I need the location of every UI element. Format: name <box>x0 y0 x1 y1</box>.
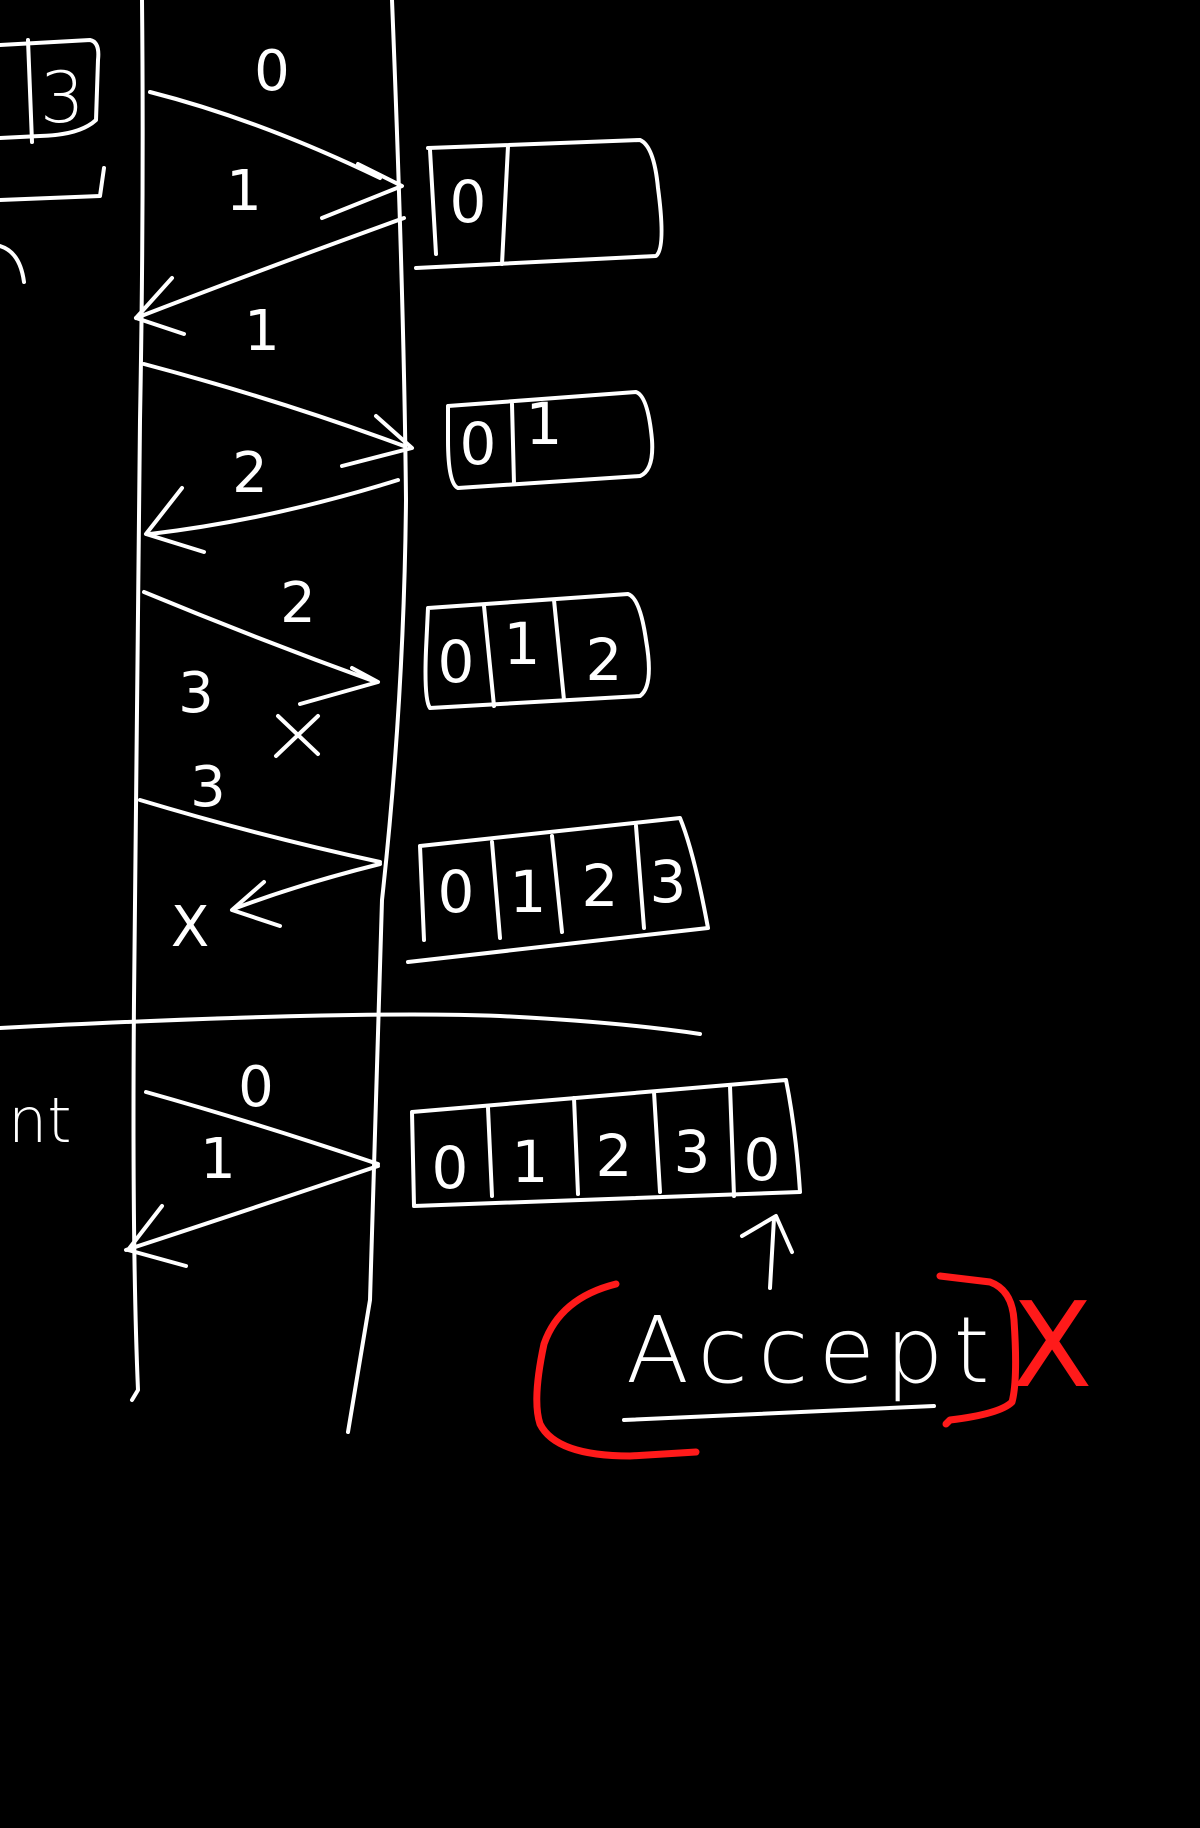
left-partial-box <box>0 38 101 140</box>
buffer-left-edge <box>428 148 438 256</box>
left-partial-cell-3: 3 <box>40 57 85 139</box>
buffer-divider <box>550 834 564 934</box>
buffer-cell: 1 <box>504 610 541 678</box>
accept-underline <box>622 1404 936 1422</box>
accept-label: Accept <box>626 1297 1000 1404</box>
arrow-head <box>134 276 186 336</box>
message-label: 0 <box>238 1055 274 1120</box>
arrow-head <box>340 414 414 468</box>
arrow-head <box>144 486 206 554</box>
message-label: 0 <box>254 39 290 104</box>
client-timeline <box>130 0 145 1402</box>
buffer-cell: 1 <box>526 390 563 458</box>
buffer-divider <box>482 604 496 708</box>
pointer-arrow <box>740 1214 794 1290</box>
buffer-cell: 2 <box>586 626 623 694</box>
buffer-cell: 0 <box>744 1126 781 1194</box>
buffer-divider <box>634 824 646 930</box>
buffer-cell: 0 <box>438 628 475 696</box>
left-partial-divider <box>26 38 34 144</box>
message-label: 1 <box>244 299 280 364</box>
arrow-head <box>298 666 380 706</box>
buffer-frame <box>446 390 655 490</box>
buffer-cell: 1 <box>512 1128 549 1196</box>
left-partial-label-nt: nt <box>8 1084 72 1157</box>
buffer-cell: 2 <box>596 1122 633 1190</box>
receiver-buffers: 0 0 1 0 1 2 0 1 2 3 <box>406 138 802 1208</box>
message-label: 2 <box>232 441 268 506</box>
message-arrow <box>134 216 406 320</box>
red-bracket-left <box>533 1280 700 1460</box>
buffer-divider <box>500 144 510 266</box>
message-arrow <box>142 590 378 684</box>
buffer-frame <box>414 138 664 270</box>
buffer-cell: 0 <box>438 858 475 926</box>
message-label: X <box>171 895 209 960</box>
buffer: 0 1 <box>446 390 655 490</box>
left-partial-curl <box>0 244 26 284</box>
left-partial-bracket <box>0 166 106 202</box>
red-bracket-right <box>936 1272 1020 1428</box>
message-label: 2 <box>280 571 316 636</box>
buffer: 0 1 2 3 0 <box>410 1078 802 1208</box>
message-arrow <box>148 478 400 536</box>
buffer: 0 <box>414 138 664 270</box>
buffer-frame <box>410 1078 802 1208</box>
left-edge-fragments: 3 nt <box>0 38 106 1157</box>
message-label: 3 <box>190 755 226 820</box>
buffer-divider <box>490 840 502 940</box>
message-arrows <box>124 90 414 1268</box>
buffer: 0 1 2 3 <box>406 816 710 964</box>
buffer-cell: 1 <box>510 858 547 926</box>
message-arrow <box>144 1090 380 1166</box>
buffer-divider <box>486 1106 494 1198</box>
buffer-frame <box>423 592 651 710</box>
red-x-mark: X <box>1012 1276 1093 1414</box>
accept-annotation: Accept X <box>533 1272 1093 1460</box>
buffer-cell: 3 <box>674 1118 711 1186</box>
buffer-cell: 0 <box>450 168 487 236</box>
message-labels: 0 1 1 2 2 3 3 X 0 1 <box>171 39 316 1192</box>
buffer-cell: 3 <box>650 848 687 916</box>
buffer: 0 1 2 <box>423 592 651 710</box>
message-label: 1 <box>200 1127 236 1192</box>
lost-packet-mark <box>274 714 320 758</box>
buffer-divider <box>510 402 516 486</box>
buffer-cell: 0 <box>460 410 497 478</box>
message-arrow <box>138 798 382 864</box>
buffer-divider <box>728 1084 736 1198</box>
arrow-head <box>126 1204 188 1268</box>
message-arrow <box>124 1164 380 1252</box>
message-arrow <box>142 362 406 448</box>
buffer-cell: 2 <box>582 852 619 920</box>
buffer-divider <box>572 1096 580 1196</box>
message-label: 1 <box>226 159 262 224</box>
message-label: 3 <box>178 661 214 726</box>
server-timeline <box>346 0 408 1434</box>
buffer-cell: 0 <box>432 1134 469 1202</box>
buffer-divider <box>652 1090 662 1194</box>
buffer-frame <box>406 816 710 964</box>
separator-line <box>0 1012 702 1036</box>
buffer-divider <box>552 598 566 702</box>
arrow-head <box>320 162 404 220</box>
message-arrow <box>148 90 382 180</box>
arrow-head <box>230 880 282 928</box>
message-arrow <box>234 862 382 910</box>
